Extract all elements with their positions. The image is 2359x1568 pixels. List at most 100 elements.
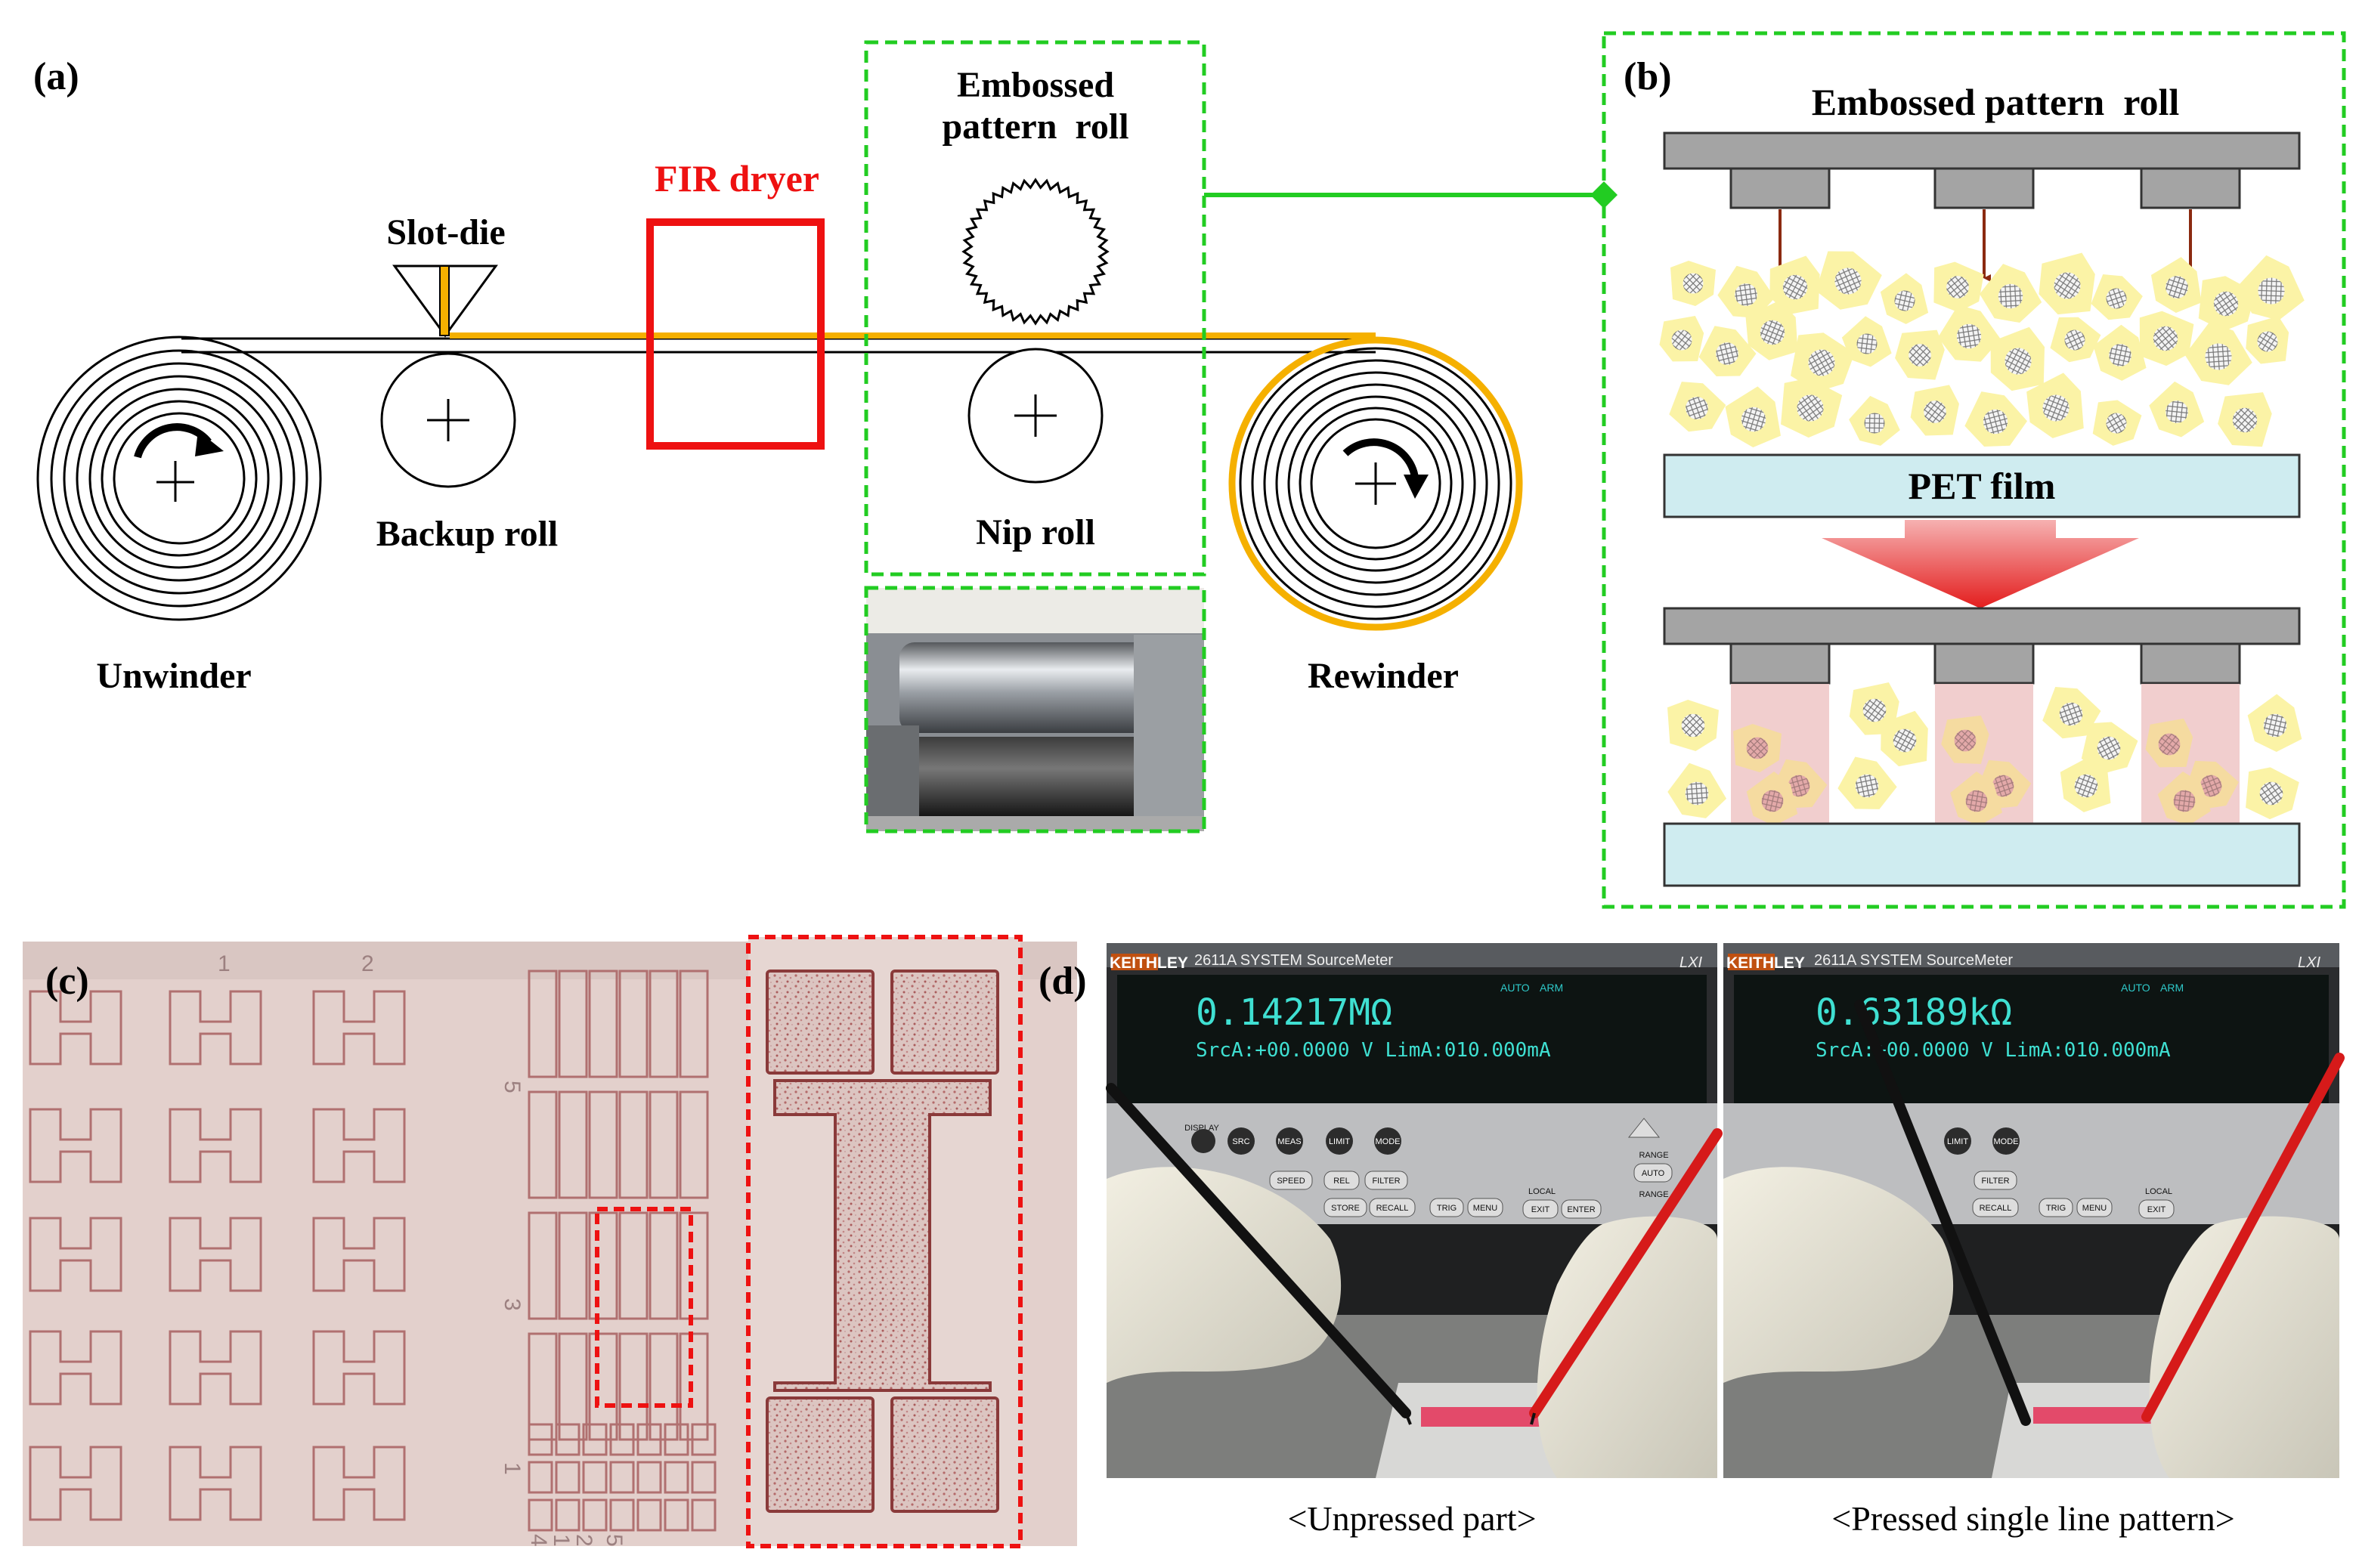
line-pattern <box>649 1332 679 1441</box>
unwinder-label: Unwinder <box>96 656 251 696</box>
embossed-roll-bottom <box>1663 607 2301 685</box>
line-pattern <box>588 1211 618 1320</box>
rewinder-label: Rewinder <box>1308 656 1459 696</box>
annunciator-arm: ARM <box>2160 982 2184 994</box>
particle <box>1980 264 2042 323</box>
caption-pressed: <Pressed single line pattern> <box>1831 1499 2235 1538</box>
line-pattern <box>649 1090 679 1199</box>
pad-pattern <box>664 1498 689 1532</box>
electrode-pattern <box>29 1217 122 1292</box>
button-label: LIMIT <box>1329 1137 1350 1146</box>
pattern-number: 2 <box>361 951 374 976</box>
pattern-number: 3 <box>500 1298 525 1311</box>
particle <box>1937 305 2001 362</box>
line-pattern <box>649 1211 679 1320</box>
particle <box>1717 265 1775 319</box>
electrode-pattern <box>29 1330 122 1406</box>
particle <box>2093 324 2147 381</box>
particle <box>1880 273 1929 324</box>
source-line-unpressed: SrcA:+00.0000 V LimA:010.000mA <box>1196 1039 1551 1062</box>
pattern-number: 5 <box>602 1534 627 1547</box>
panel-b-title: Embossed pattern roll <box>1812 81 2180 123</box>
button-label: MENU <box>1473 1204 1497 1213</box>
pet-film-label: PET film <box>1909 465 2056 507</box>
button-label: MODE <box>1376 1137 1401 1146</box>
annunciator-auto: AUTO <box>1500 982 1530 994</box>
particle <box>1659 315 1704 362</box>
particle <box>1781 378 1843 438</box>
lxi-logo: LXI <box>2298 954 2320 971</box>
pad-pattern <box>582 1498 608 1532</box>
button-label: RECALL <box>1376 1204 1409 1213</box>
button-label: EXIT <box>2147 1205 2166 1214</box>
pad-pattern <box>528 1461 553 1494</box>
panel-c: (c) 1 2 5 3 1 4 1 2 5 <box>23 935 1077 1548</box>
button-label: REL <box>1333 1177 1349 1186</box>
line-pattern <box>528 1332 558 1441</box>
particle <box>2042 687 2101 739</box>
button-label: RANGE <box>1639 1190 1668 1199</box>
electrode-pattern <box>169 1446 262 1521</box>
panel-c-label: (c) <box>45 960 89 1003</box>
rewinder-spiral <box>1239 347 1512 620</box>
embossed-roll-label-line1: Embossed <box>957 65 1114 105</box>
photo-pressed: KEITHLEY 2611A SYSTEM SourceMeter LXI AU… <box>1723 943 2345 1478</box>
line-pattern <box>618 1211 649 1320</box>
electrode-pattern <box>29 1108 122 1183</box>
annunciator-arm: ARM <box>1540 982 1563 994</box>
particle <box>1669 382 1726 432</box>
annunciator-auto: AUTO <box>2121 982 2150 994</box>
particle <box>1881 710 1928 767</box>
particle <box>1895 329 1945 380</box>
embossed-pattern-roll <box>961 178 1110 326</box>
button-label: DISPLAY <box>1184 1124 1219 1133</box>
particle <box>2247 694 2302 752</box>
line-pattern <box>558 1211 588 1320</box>
particle <box>1941 715 1989 764</box>
button-label: STORE <box>1331 1204 1360 1213</box>
particle <box>2050 317 2101 363</box>
particle <box>1933 261 1984 313</box>
button-label: ENTER <box>1567 1205 1595 1214</box>
line-pattern <box>679 1332 709 1441</box>
electrode-pattern <box>29 1446 122 1521</box>
electrode-pattern <box>169 1330 262 1406</box>
embossed-roll-label-line2: pattern roll <box>942 107 1128 147</box>
unwinder-center-cross <box>156 461 194 502</box>
particle <box>1733 724 1782 772</box>
embossing-section-frame <box>864 40 1206 577</box>
electrode-pattern <box>29 990 122 1065</box>
electrode-pattern <box>169 1217 262 1292</box>
fir-dryer-box <box>646 218 825 450</box>
pad-pattern <box>555 1423 580 1456</box>
button-label: MODE <box>1994 1137 2019 1146</box>
pet-film-bottom <box>1663 822 2301 887</box>
backup-roll-label: Backup roll <box>376 514 559 554</box>
slot-die-label: Slot-die <box>386 212 505 252</box>
pattern-number: 4 <box>526 1534 551 1547</box>
fir-dryer-label: FIR dryer <box>655 157 819 199</box>
line-pattern <box>588 970 618 1078</box>
pad-pattern <box>691 1498 717 1532</box>
pet-film-top <box>1663 453 2301 518</box>
roll-photo-inset <box>864 586 1206 833</box>
particle <box>1698 326 1757 376</box>
particle <box>1964 391 2027 447</box>
rewinder-rotation-arrow-icon <box>1342 438 1419 478</box>
particle <box>2139 311 2194 366</box>
particle <box>1769 255 1820 315</box>
electrode-pattern <box>312 1446 406 1521</box>
printed-patterns <box>29 970 717 1532</box>
pad-pattern <box>609 1423 635 1456</box>
line-pattern <box>618 1090 649 1199</box>
line-pattern <box>618 970 649 1078</box>
pad-pattern <box>664 1423 689 1456</box>
embossed-roll-top <box>1663 131 2301 209</box>
particle <box>2218 392 2272 447</box>
reading-unpressed: 0.14217MΩ <box>1196 991 1392 1034</box>
electrode-pattern <box>312 990 406 1065</box>
particle <box>2081 722 2138 774</box>
panel-b: (b) Embossed pattern roll PET film <box>1602 31 2346 909</box>
electrode-pattern <box>169 990 262 1065</box>
particle <box>2091 274 2143 320</box>
